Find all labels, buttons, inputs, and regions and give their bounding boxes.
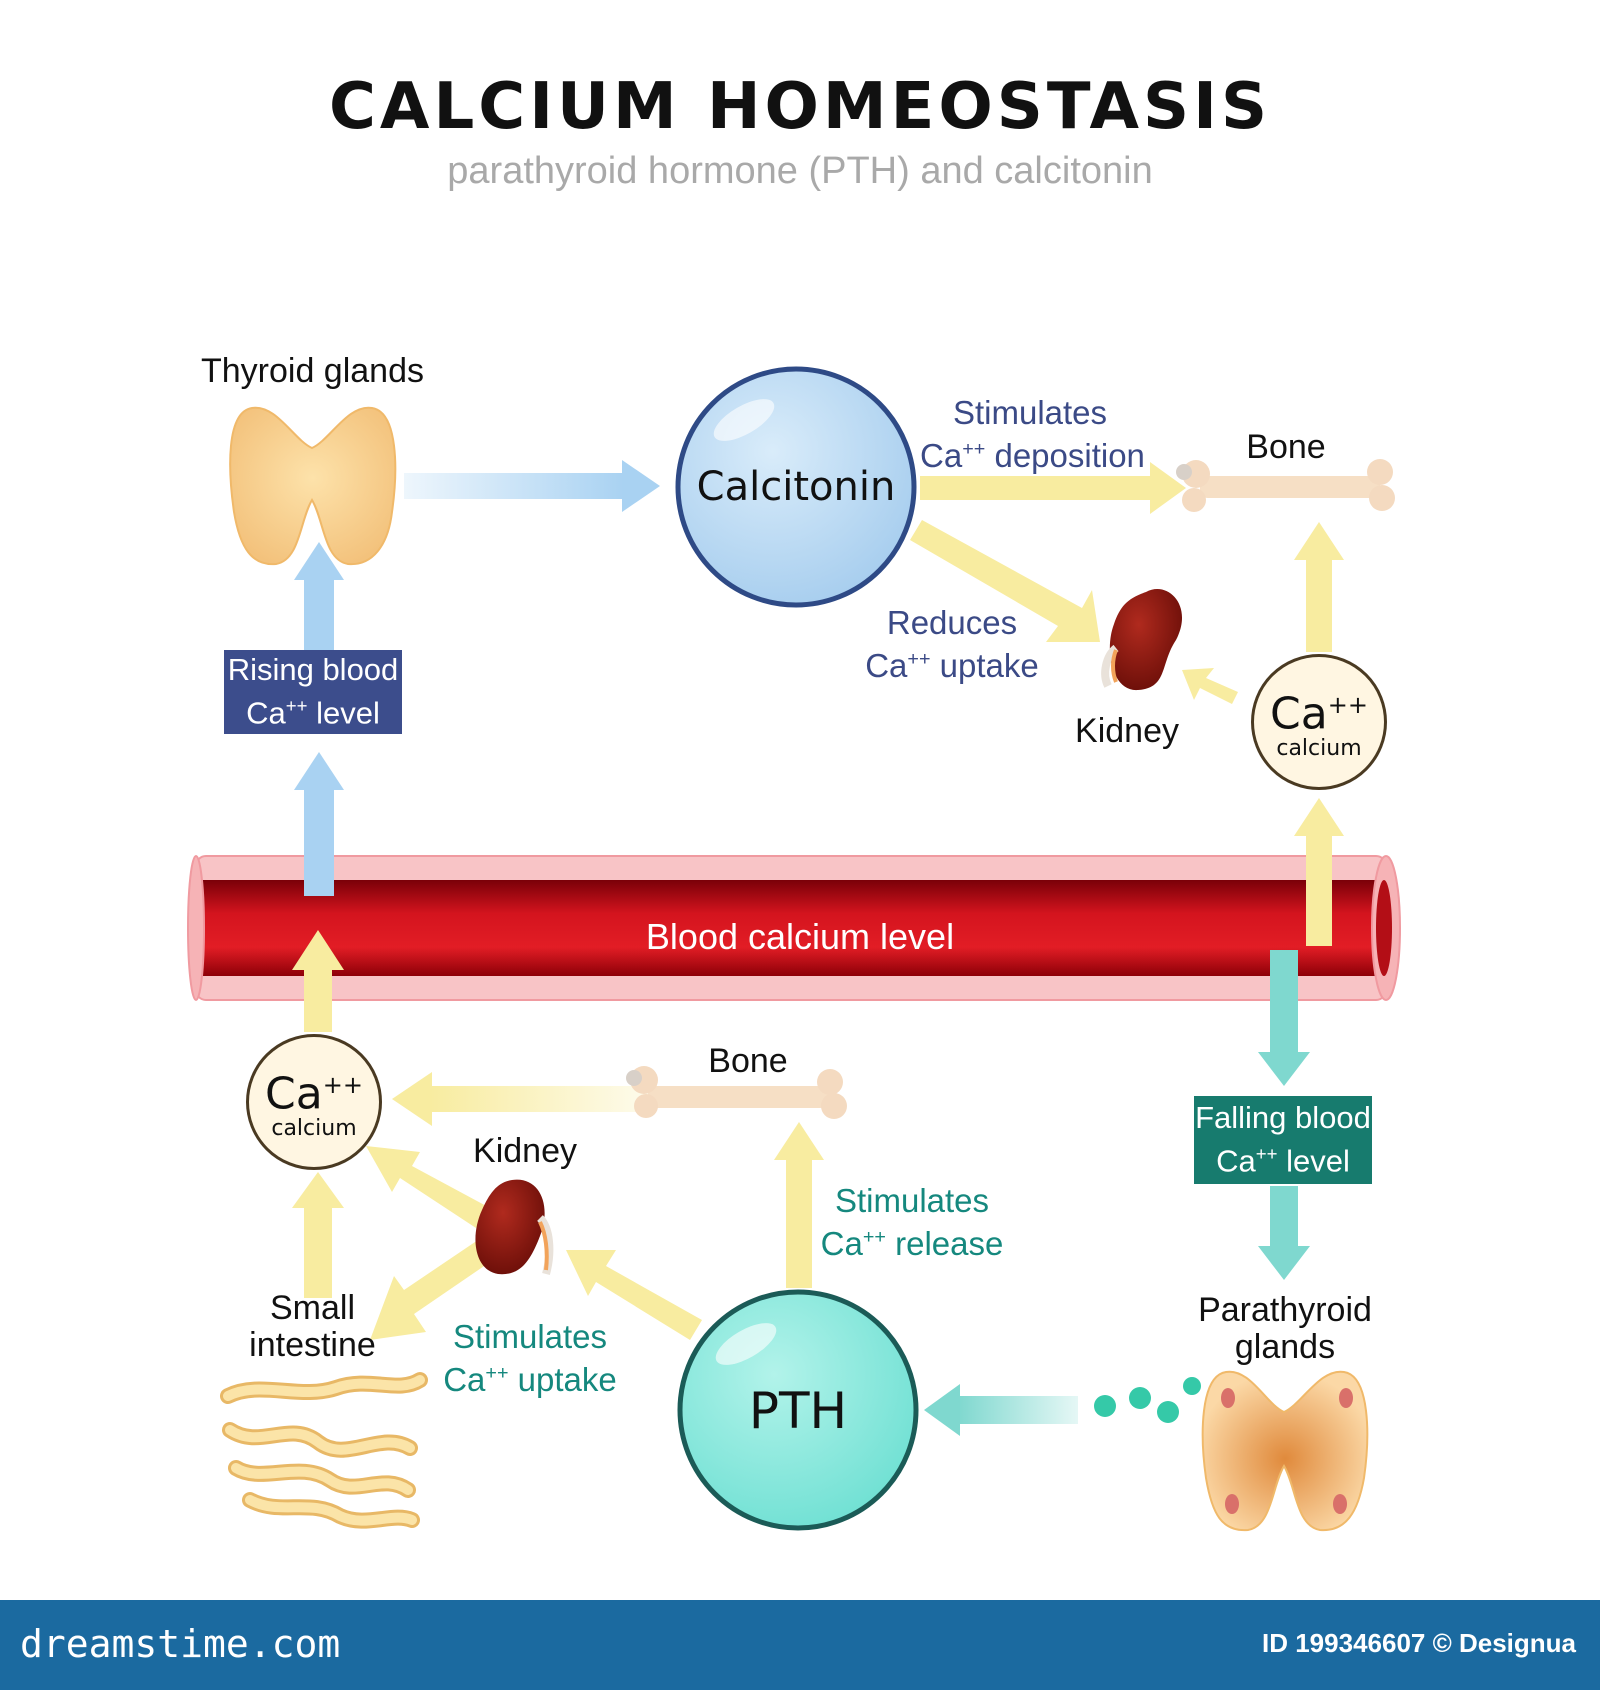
stimulates-release-label: Stimulates Ca++ release xyxy=(812,1182,1012,1262)
arrow-parathyroid-to-pth xyxy=(924,1384,1078,1436)
footer-bar: dreamstime.com ID 199346607 © Designua xyxy=(0,1600,1600,1690)
small-intestine-label: Small intestine xyxy=(240,1290,385,1364)
arrow-bone-to-ca-bottom xyxy=(392,1072,650,1126)
falling-blood-line2: Ca++ level xyxy=(1194,1136,1372,1179)
bone-bottom-label: Bone xyxy=(698,1042,798,1081)
calcitonin-label: Calcitonin xyxy=(678,464,914,510)
calcium-word: calcium xyxy=(271,1116,356,1141)
reduces-uptake-line1: Reduces xyxy=(862,604,1042,641)
stimulates-release-line2: Ca++ release xyxy=(812,1219,1012,1262)
thyroid-gland-illustration xyxy=(230,408,395,564)
footer-brand[interactable]: dreamstime.com xyxy=(20,1622,340,1666)
falling-blood-line1: Falling blood xyxy=(1194,1100,1372,1136)
parathyroid-glands-label: Parathyroid glands xyxy=(1190,1292,1380,1366)
stimulates-uptake-line2: Ca++ uptake xyxy=(440,1355,620,1398)
arrow-small-intestine-to-ca xyxy=(292,1172,344,1298)
falling-blood-box: Falling blood Ca++ level xyxy=(1194,1096,1372,1184)
stimulates-release-line1: Stimulates xyxy=(812,1182,1012,1219)
kidney-bottom-illustration xyxy=(475,1180,549,1275)
small-intestine-illustration xyxy=(228,1380,420,1521)
calcium-circle-top: Ca++ calcium xyxy=(1251,654,1387,790)
hormone-dots xyxy=(1094,1377,1219,1423)
reduces-uptake-line2: Ca++ uptake xyxy=(862,641,1042,684)
parathyroid-line1: Parathyroid xyxy=(1190,1292,1380,1329)
stimulates-deposition-label: Stimulates Ca++ deposition xyxy=(920,394,1140,474)
rising-blood-line1: Rising blood xyxy=(224,652,402,688)
kidney-top-illustration xyxy=(1105,589,1182,690)
footer-image-id: ID 199346607 © Designua xyxy=(1262,1628,1576,1659)
calcium-word: calcium xyxy=(1276,736,1361,761)
calcium-circle-bottom: Ca++ calcium xyxy=(246,1034,382,1170)
reduces-uptake-label: Reduces Ca++ uptake xyxy=(862,604,1042,684)
stimulates-uptake-label: Stimulates Ca++ uptake xyxy=(440,1318,620,1398)
pth-label: PTH xyxy=(698,1382,898,1440)
parathyroid-line2: glands xyxy=(1190,1329,1380,1366)
parathyroid-gland-illustration xyxy=(1203,1372,1368,1530)
arrow-ca-to-kidney-top xyxy=(1182,668,1238,704)
calcium-symbol: Ca++ xyxy=(265,1063,363,1117)
thyroid-glands-label: Thyroid glands xyxy=(200,352,425,391)
kidney-top-label: Kidney xyxy=(1072,712,1182,751)
arrow-ca-to-bone-top xyxy=(1294,522,1344,652)
arrow-thyroid-to-calcitonin xyxy=(404,460,660,512)
small-intestine-line2: intestine xyxy=(240,1327,385,1364)
rising-blood-box: Rising blood Ca++ level xyxy=(224,650,402,734)
rising-blood-line2: Ca++ level xyxy=(224,688,402,731)
small-intestine-line1: Small xyxy=(240,1290,385,1327)
arrow-falling-box-to-parathyroid xyxy=(1258,1186,1310,1280)
blood-calcium-level-label: Blood calcium level xyxy=(560,916,1040,958)
kidney-bottom-label: Kidney xyxy=(470,1132,580,1171)
stimulates-deposition-line1: Stimulates xyxy=(920,394,1140,431)
stimulates-uptake-line1: Stimulates xyxy=(440,1318,620,1355)
stimulates-deposition-line2: Ca++ deposition xyxy=(920,431,1140,474)
bone-top-label: Bone xyxy=(1236,428,1336,467)
calcium-symbol: Ca++ xyxy=(1270,683,1368,737)
